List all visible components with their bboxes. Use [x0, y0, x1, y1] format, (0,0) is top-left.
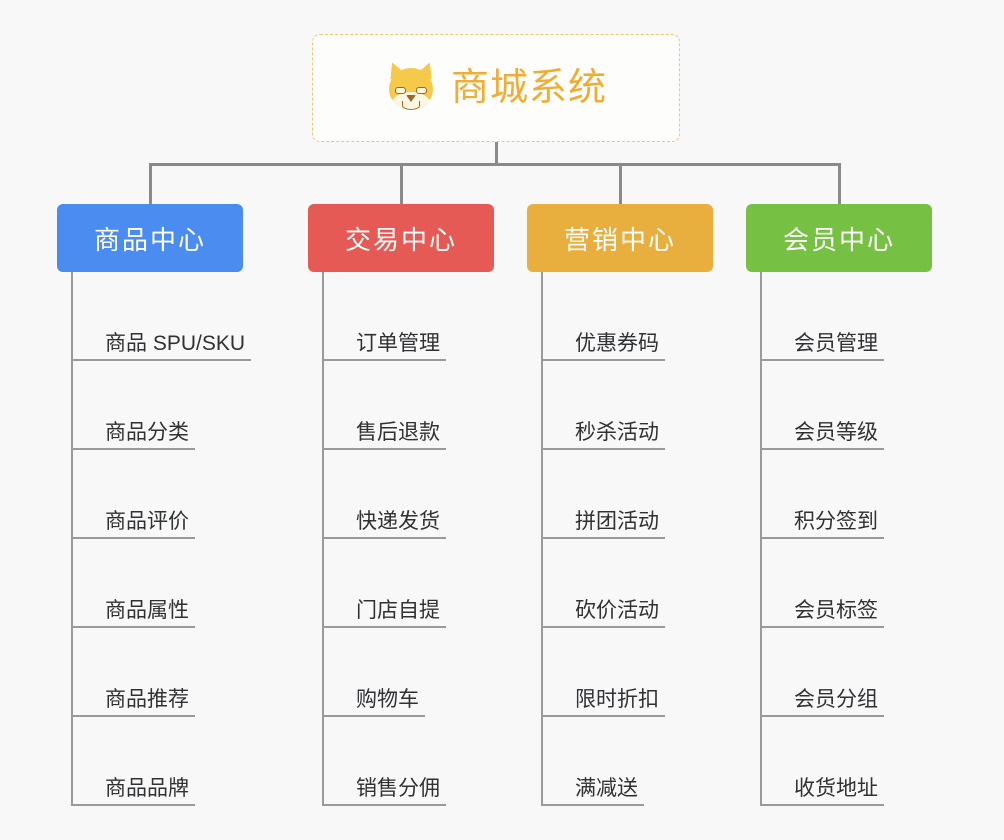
- leaf-label: 销售分佣: [356, 777, 440, 800]
- connector-drop-1: [149, 163, 152, 204]
- leaf-label: 秒杀活动: [575, 421, 659, 444]
- leaf-underline: [322, 626, 446, 628]
- leaf-item[interactable]: 拼团活动: [527, 450, 713, 539]
- leaf-underline: [71, 448, 195, 450]
- leaf-underline: [322, 537, 446, 539]
- leaf-label: 商品评价: [105, 510, 189, 533]
- leaf-underline: [71, 804, 195, 806]
- branch-stem-line: [541, 272, 543, 806]
- root-title: 商城系统: [450, 67, 607, 109]
- branch-header-2[interactable]: 交易中心: [308, 204, 494, 272]
- branch-column: 商品中心商品 SPU/SKU 商品分类商品评价商品属性商品推荐商品品牌: [57, 204, 251, 806]
- leaf-underline: [541, 359, 665, 361]
- leaf-underline: [541, 537, 665, 539]
- leaf-item[interactable]: 销售分佣: [308, 717, 494, 806]
- leaf-underline: [322, 448, 446, 450]
- leaf-label: 商品分类: [105, 421, 189, 444]
- leaf-label: 拼团活动: [575, 510, 659, 533]
- leaf-label: 优惠券码: [575, 332, 659, 355]
- leaf-item[interactable]: 订单管理: [308, 272, 494, 361]
- branch-column: 营销中心优惠券码秒杀活动拼团活动砍价活动限时折扣满减送: [527, 204, 713, 806]
- leaf-underline: [322, 804, 446, 806]
- branch-stem-line: [322, 272, 324, 806]
- leaf-item[interactable]: 收货地址: [746, 717, 932, 806]
- leaf-label: 快递发货: [356, 510, 440, 533]
- leaf-item[interactable]: 商品属性: [57, 539, 243, 628]
- leaf-label: 限时折扣: [575, 688, 659, 711]
- leaf-label: 门店自提: [356, 599, 440, 622]
- shiba-inu-face-icon: [384, 59, 438, 114]
- leaf-label: 积分签到: [794, 510, 878, 533]
- connector-drop-4: [838, 163, 841, 204]
- leaf-item[interactable]: 优惠券码: [527, 272, 713, 361]
- branch-leaf-list: 优惠券码秒杀活动拼团活动砍价活动限时折扣满减送: [527, 272, 713, 806]
- branch-header-1[interactable]: 商品中心: [57, 204, 243, 272]
- leaf-item[interactable]: 满减送: [527, 717, 713, 806]
- branch-leaf-list: 会员管理会员等级积分签到会员标签会员分组收货地址: [746, 272, 932, 806]
- branch-header-4[interactable]: 会员中心: [746, 204, 932, 272]
- leaf-underline: [541, 448, 665, 450]
- leaf-item[interactable]: 商品 SPU/SKU: [57, 272, 251, 361]
- leaf-label: 商品属性: [105, 599, 189, 622]
- connector-trunk: [495, 142, 498, 166]
- leaf-underline: [322, 715, 425, 717]
- leaf-item[interactable]: 会员等级: [746, 361, 932, 450]
- leaf-label: 会员分组: [794, 688, 878, 711]
- leaf-label: 购物车: [356, 688, 419, 711]
- leaf-underline: [760, 537, 884, 539]
- leaf-underline: [760, 804, 884, 806]
- leaf-underline: [322, 359, 446, 361]
- connector-bus: [149, 163, 841, 166]
- leaf-underline: [71, 626, 195, 628]
- leaf-item[interactable]: 商品评价: [57, 450, 243, 539]
- leaf-item[interactable]: 商品分类: [57, 361, 243, 450]
- leaf-label: 砍价活动: [575, 599, 659, 622]
- leaf-underline: [71, 359, 251, 361]
- leaf-label: 售后退款: [356, 421, 440, 444]
- leaf-underline: [541, 715, 665, 717]
- leaf-label: 满减送: [575, 777, 638, 800]
- connector-drop-3: [619, 163, 622, 204]
- root-node[interactable]: 商城系统: [312, 34, 680, 142]
- leaf-underline: [541, 804, 644, 806]
- leaf-underline: [71, 537, 195, 539]
- branch-stem-line: [71, 272, 73, 806]
- branch-stem-line: [760, 272, 762, 806]
- branch-leaf-list: 商品 SPU/SKU 商品分类商品评价商品属性商品推荐商品品牌: [57, 272, 251, 806]
- leaf-underline: [760, 359, 884, 361]
- branch-column: 会员中心会员管理会员等级积分签到会员标签会员分组收货地址: [746, 204, 932, 806]
- connector-drop-2: [400, 163, 403, 204]
- branch-header-3[interactable]: 营销中心: [527, 204, 713, 272]
- leaf-underline: [760, 626, 884, 628]
- leaf-label: 订单管理: [356, 332, 440, 355]
- leaf-underline: [760, 448, 884, 450]
- branch-column: 交易中心订单管理售后退款快递发货门店自提购物车销售分佣: [308, 204, 494, 806]
- leaf-item[interactable]: 门店自提: [308, 539, 494, 628]
- leaf-label: 商品 SPU/SKU: [105, 332, 246, 355]
- leaf-label: 收货地址: [794, 777, 878, 800]
- leaf-item[interactable]: 购物车: [308, 628, 494, 717]
- leaf-item[interactable]: 售后退款: [308, 361, 494, 450]
- leaf-label: 商品品牌: [105, 777, 189, 800]
- leaf-item[interactable]: 积分签到: [746, 450, 932, 539]
- leaf-item[interactable]: 限时折扣: [527, 628, 713, 717]
- branch-leaf-list: 订单管理售后退款快递发货门店自提购物车销售分佣: [308, 272, 494, 806]
- leaf-label: 商品推荐: [105, 688, 189, 711]
- leaf-item[interactable]: 快递发货: [308, 450, 494, 539]
- leaf-label: 会员等级: [794, 421, 878, 444]
- leaf-item[interactable]: 会员分组: [746, 628, 932, 717]
- leaf-item[interactable]: 商品推荐: [57, 628, 243, 717]
- leaf-underline: [541, 626, 665, 628]
- leaf-item[interactable]: 秒杀活动: [527, 361, 713, 450]
- leaf-item[interactable]: 会员标签: [746, 539, 932, 628]
- leaf-underline: [760, 715, 884, 717]
- leaf-item[interactable]: 会员管理: [746, 272, 932, 361]
- leaf-label: 会员管理: [794, 332, 878, 355]
- leaf-item[interactable]: 砍价活动: [527, 539, 713, 628]
- leaf-underline: [71, 715, 195, 717]
- leaf-item[interactable]: 商品品牌: [57, 717, 243, 806]
- leaf-label: 会员标签: [794, 599, 878, 622]
